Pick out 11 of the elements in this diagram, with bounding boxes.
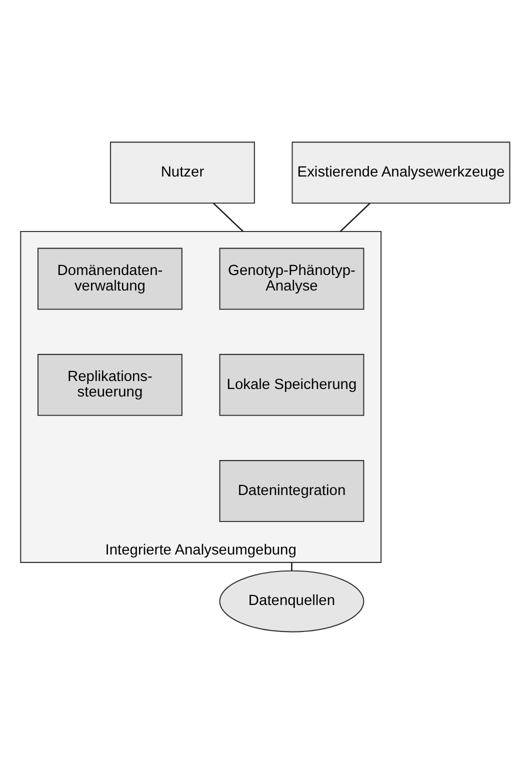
connector (213, 202, 244, 232)
node-box: Replikations- steuerung (37, 354, 182, 416)
node-ellipse: Datenquellen (219, 570, 364, 632)
node-box: Genotyp-Phänotyp- Analyse (219, 248, 364, 310)
node-box: Datenintegration (219, 460, 364, 522)
connector (291, 562, 292, 571)
node-box: Existierende Analysewerkzeuge (292, 142, 510, 204)
node-box: Nutzer (110, 142, 255, 204)
node-box: Domänendaten- verwaltung (37, 248, 182, 310)
node-box: Lokale Speicherung (219, 354, 364, 416)
connector (340, 202, 370, 232)
